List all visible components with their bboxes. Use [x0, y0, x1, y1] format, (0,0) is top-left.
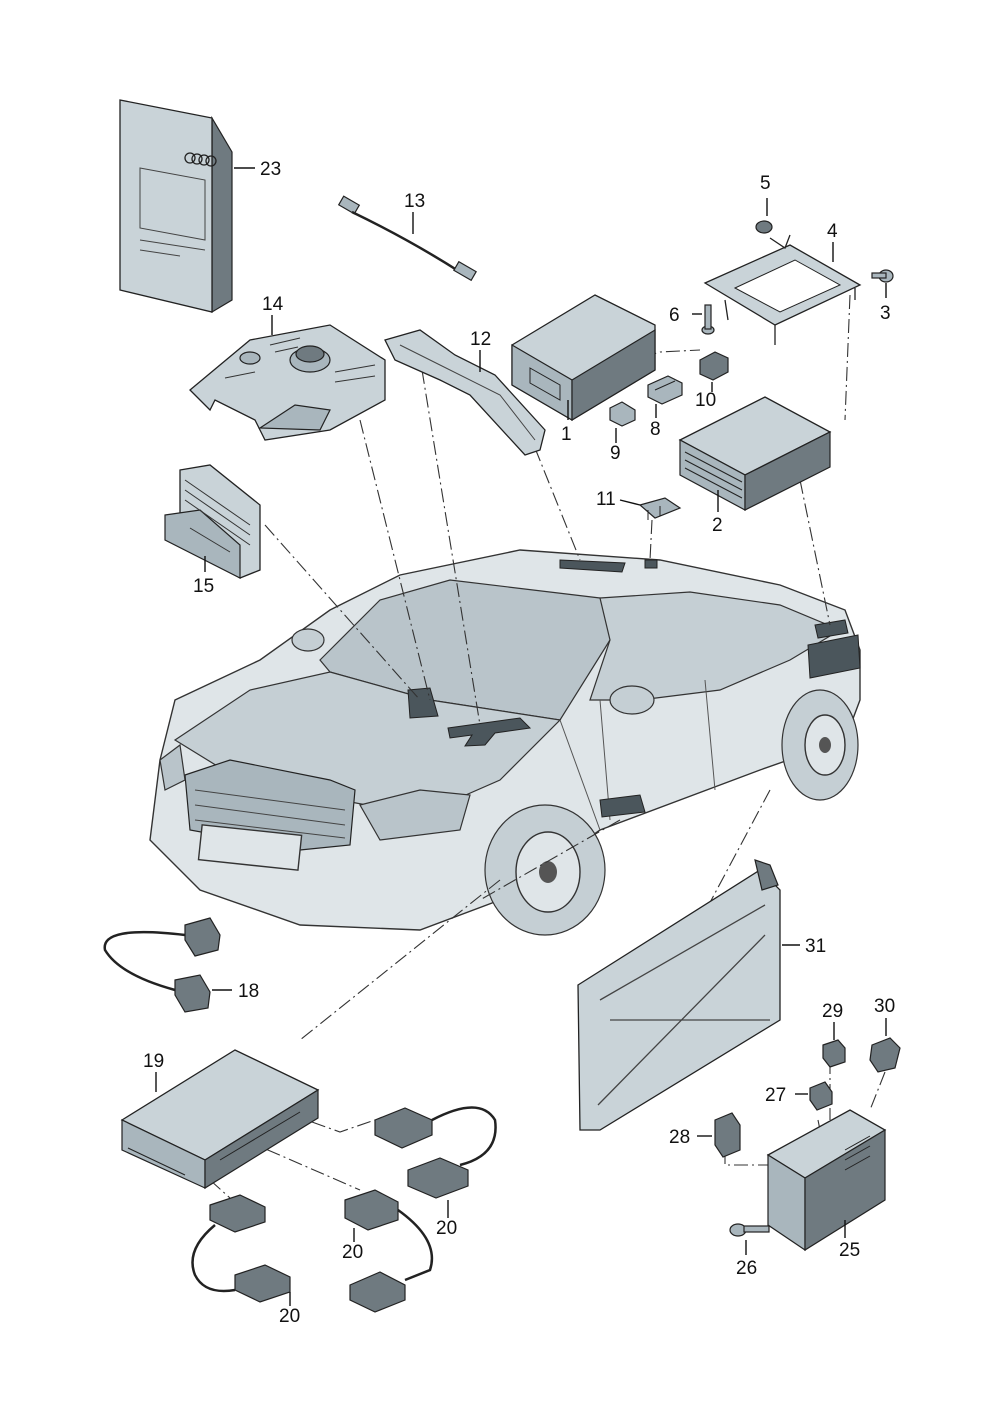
- part-15-control-module: [164, 464, 261, 579]
- part-12-trim-strip: [384, 329, 546, 456]
- four-rings-logo: [184, 152, 217, 167]
- part-10-connector: [699, 351, 729, 392]
- callout-20b: 20: [342, 1242, 363, 1263]
- part-20-cable-b: [344, 1189, 434, 1313]
- callout-labels: 23 13 5 4 3 6 14 12 10 8 1 9 11 2 15 31 …: [143, 159, 895, 1327]
- part-31-mounting-plate: [577, 859, 800, 1131]
- callout-29: 29: [822, 1001, 843, 1022]
- part-9-connector: [609, 401, 636, 443]
- callout-20a: 20: [436, 1218, 457, 1239]
- callout-6: 6: [669, 305, 680, 326]
- part-6-screw: [692, 304, 715, 335]
- part-28-connector: [697, 1112, 741, 1158]
- part-25-control-unit: [766, 1109, 887, 1252]
- part-26-screw: [729, 1223, 770, 1255]
- callout-23: 23: [260, 159, 281, 180]
- callout-12: 12: [470, 329, 491, 350]
- callout-20c: 20: [279, 1306, 300, 1327]
- callout-3: 3: [880, 303, 891, 324]
- callout-25: 25: [839, 1240, 860, 1261]
- part-20-cable-a: [374, 1106, 497, 1218]
- callout-30: 30: [874, 996, 895, 1017]
- part-2-cd-changer: [678, 396, 832, 512]
- callout-28: 28: [669, 1127, 690, 1148]
- callout-31: 31: [805, 936, 826, 957]
- callout-8: 8: [650, 419, 661, 440]
- callout-18: 18: [238, 981, 259, 1002]
- part-5-nut: [755, 198, 773, 234]
- part-3-screw: [871, 269, 894, 298]
- callout-14: 14: [262, 294, 284, 315]
- part-8-connector: [647, 375, 683, 418]
- part-14-control-panel: [189, 315, 386, 441]
- callout-26: 26: [736, 1258, 757, 1279]
- part-29-connector: [822, 1022, 846, 1068]
- part-30-connector: [869, 1018, 901, 1073]
- callout-27: 27: [765, 1085, 786, 1106]
- callout-5: 5: [760, 173, 771, 194]
- callout-1: 1: [561, 424, 572, 445]
- callout-15: 15: [193, 576, 214, 597]
- part-11-clip: [619, 497, 682, 520]
- callout-13: 13: [404, 191, 425, 212]
- part-13-cable: [337, 195, 477, 282]
- callout-9: 9: [610, 443, 621, 464]
- callout-2: 2: [712, 515, 723, 536]
- part-20-cable-c: [191, 1194, 291, 1306]
- callout-11: 11: [596, 489, 616, 510]
- car-illustration: [149, 549, 861, 936]
- callout-10: 10: [695, 390, 716, 411]
- part-19-telephone-module: [120, 1049, 320, 1190]
- part-1-head-unit: [511, 294, 656, 422]
- callout-4: 4: [827, 221, 838, 242]
- callout-19: 19: [143, 1051, 164, 1072]
- part-18-adapter-cable: [103, 917, 232, 1013]
- part-4-bracket: [703, 234, 862, 345]
- part-27-connector: [795, 1081, 833, 1111]
- part-23-manual: [119, 99, 255, 314]
